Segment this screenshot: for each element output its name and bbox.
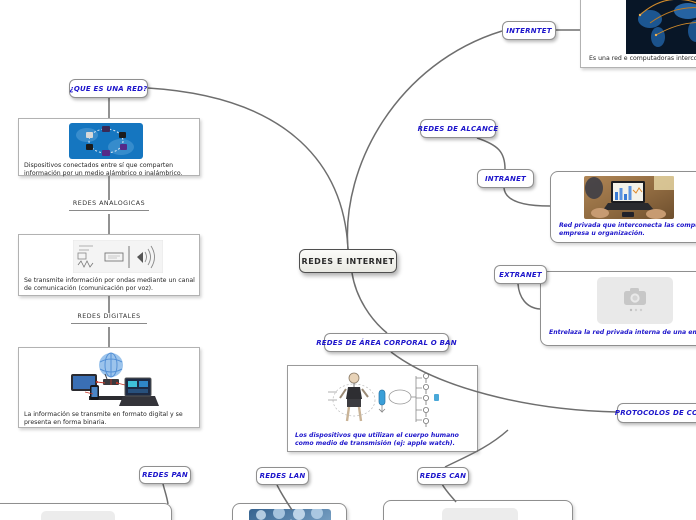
section-digitales-label: REDES DIGITALES	[77, 313, 141, 320]
node-intranet-label: INTRANET	[484, 174, 527, 183]
node-can-label: REDES CAN	[419, 472, 467, 480]
connector-extranet-card	[517, 283, 541, 310]
internet-card[interactable]: Es una red e computadoras interconectada…	[580, 0, 696, 68]
node-ban[interactable]: REDES DE ÁREA CORPORAL O BAN	[316, 333, 457, 352]
node-protocolos-label: PROTOCOLOS DE COMUNICACIÓN	[614, 409, 696, 417]
node-alcance[interactable]: REDES DE ALCANCE	[417, 119, 499, 138]
node-center-label: REDES E INTERNET	[301, 256, 395, 266]
section-analogicas[interactable]: REDES ANALOGICAS	[69, 200, 149, 211]
lan-cables-image	[249, 509, 331, 520]
pan-card[interactable]	[0, 503, 172, 520]
analog-transmission-diagram-image	[73, 240, 163, 273]
node-extranet-label: EXTRANET	[499, 270, 542, 279]
connector-center-internet	[346, 30, 503, 250]
intranet-card[interactable]: Red privada que interconecta las computa…	[550, 171, 696, 243]
digital-devices-image	[71, 352, 159, 406]
node-center[interactable]: REDES E INTERNET	[299, 249, 397, 273]
ban-caption: Los dispositivos que utilizan el cuerpo …	[295, 432, 459, 448]
broken-image-placeholder-icon	[597, 277, 673, 324]
node-que-es-label: ¿QUE ES UNA RED?	[69, 84, 148, 93]
can-card[interactable]	[383, 500, 573, 520]
node-que-es[interactable]: ¿QUE ES UNA RED?	[69, 79, 148, 98]
node-protocolos[interactable]: PROTOCOLOS DE COMUNICACIÓN	[614, 403, 696, 423]
node-can[interactable]: REDES CAN	[417, 467, 469, 485]
digitales-caption: La información se transmite en formato d…	[24, 411, 183, 427]
digitales-card[interactable]: La información se transmite en formato d…	[18, 347, 200, 428]
node-internet-label: INTERNTET	[506, 26, 552, 35]
connector-intranet-card	[503, 187, 551, 207]
section-analogicas-label: REDES ANALOGICAS	[72, 200, 146, 207]
node-intranet[interactable]: INTRANET	[477, 169, 534, 188]
internet-caption: Es una red e computadoras interconectada…	[589, 55, 696, 62]
node-ban-label: REDES DE ÁREA CORPORAL O BAN	[316, 338, 457, 347]
analogicas-card[interactable]: Se transmite información por ondas media…	[18, 234, 200, 296]
intranet-photo-image	[584, 176, 674, 219]
connector-center-ban	[351, 272, 388, 334]
analogicas-caption: Se transmite información por ondas media…	[24, 277, 195, 293]
que-es-caption: Dispositivos conectados entre sí que com…	[24, 162, 183, 178]
extranet-caption: Entrelaza la red privada interna de una …	[549, 329, 696, 336]
lan-card[interactable]	[232, 503, 347, 520]
intranet-caption: Red privada que interconecta las computa…	[559, 222, 696, 238]
network-circle-image	[69, 123, 143, 159]
connector-pan-card	[162, 483, 169, 505]
node-alcance-label: REDES DE ALCANCE	[417, 124, 499, 133]
section-digitales[interactable]: REDES DIGITALES	[71, 313, 147, 324]
extranet-card[interactable]: Entrelaza la red privada interna de una …	[540, 271, 696, 346]
world-map-image	[626, 0, 696, 54]
node-internet[interactable]: INTERNTET	[502, 21, 556, 40]
body-area-network-diagram-image	[328, 372, 439, 427]
can-image-placeholder	[442, 508, 518, 520]
node-extranet[interactable]: EXTRANET	[494, 265, 547, 284]
node-lan-label: REDES LAN	[259, 472, 306, 480]
connector-alcance-intranet	[476, 137, 506, 170]
node-pan-label: REDES PAN	[142, 471, 188, 479]
ban-card[interactable]: Los dispositivos que utilizan el cuerpo …	[287, 365, 478, 452]
node-lan[interactable]: REDES LAN	[256, 467, 309, 485]
node-pan[interactable]: REDES PAN	[139, 466, 191, 484]
que-es-card[interactable]: Dispositivos conectados entre sí que com…	[18, 118, 200, 178]
pan-image-placeholder	[41, 511, 115, 520]
